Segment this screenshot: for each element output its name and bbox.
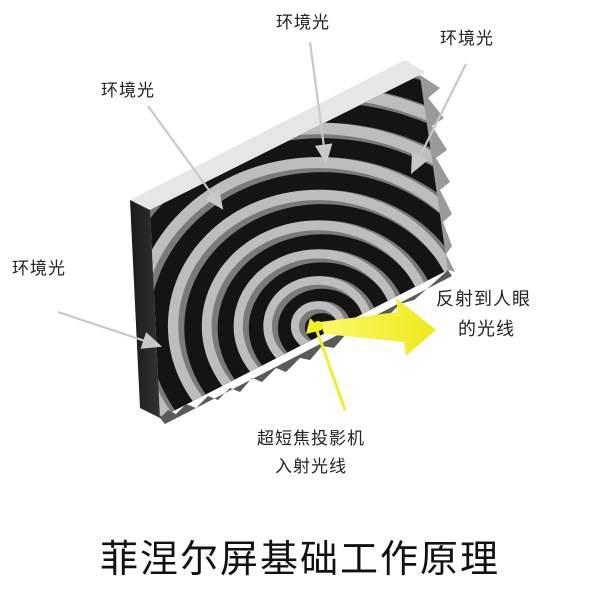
fresnel-ring [167, 189, 448, 418]
label-ambient-top: 环境光 [276, 13, 330, 33]
label-reflected-light: 反射到人眼 的光线 [436, 285, 531, 345]
reflection-point [313, 321, 323, 331]
ambient-arrow-left [57, 310, 163, 349]
label-ambient-upper-left: 环境光 [101, 81, 155, 101]
ambient-light-arrows [57, 41, 467, 349]
reflected-label-line2: 的光线 [458, 319, 515, 340]
projector-label-line1: 超短焦投影机 [257, 429, 365, 449]
fresnel-ring [150, 122, 448, 418]
screen-bottom-edge [160, 270, 452, 424]
projector-label-line2: 入射光线 [275, 457, 347, 477]
ambient-arrow-top [308, 41, 333, 165]
screen-right-edge [420, 75, 455, 272]
screen-left-edge [130, 200, 160, 418]
reflected-label-line1: 反射到人眼 [436, 289, 531, 310]
screen-front-face [150, 75, 448, 418]
screen-top-edge [130, 60, 425, 210]
label-ambient-side: 环境光 [12, 259, 66, 279]
incident-ray-line [314, 327, 347, 411]
ambient-arrow-top-right [411, 63, 467, 174]
label-ambient-top-right: 环境光 [440, 29, 494, 49]
reflected-ray-arrow [320, 298, 436, 356]
diagram-title: 菲涅尔屏基础工作原理 [99, 537, 500, 581]
label-projector-incident: 超短焦投影机 入射光线 [226, 425, 396, 481]
ambient-arrow-upper-left [147, 105, 224, 210]
